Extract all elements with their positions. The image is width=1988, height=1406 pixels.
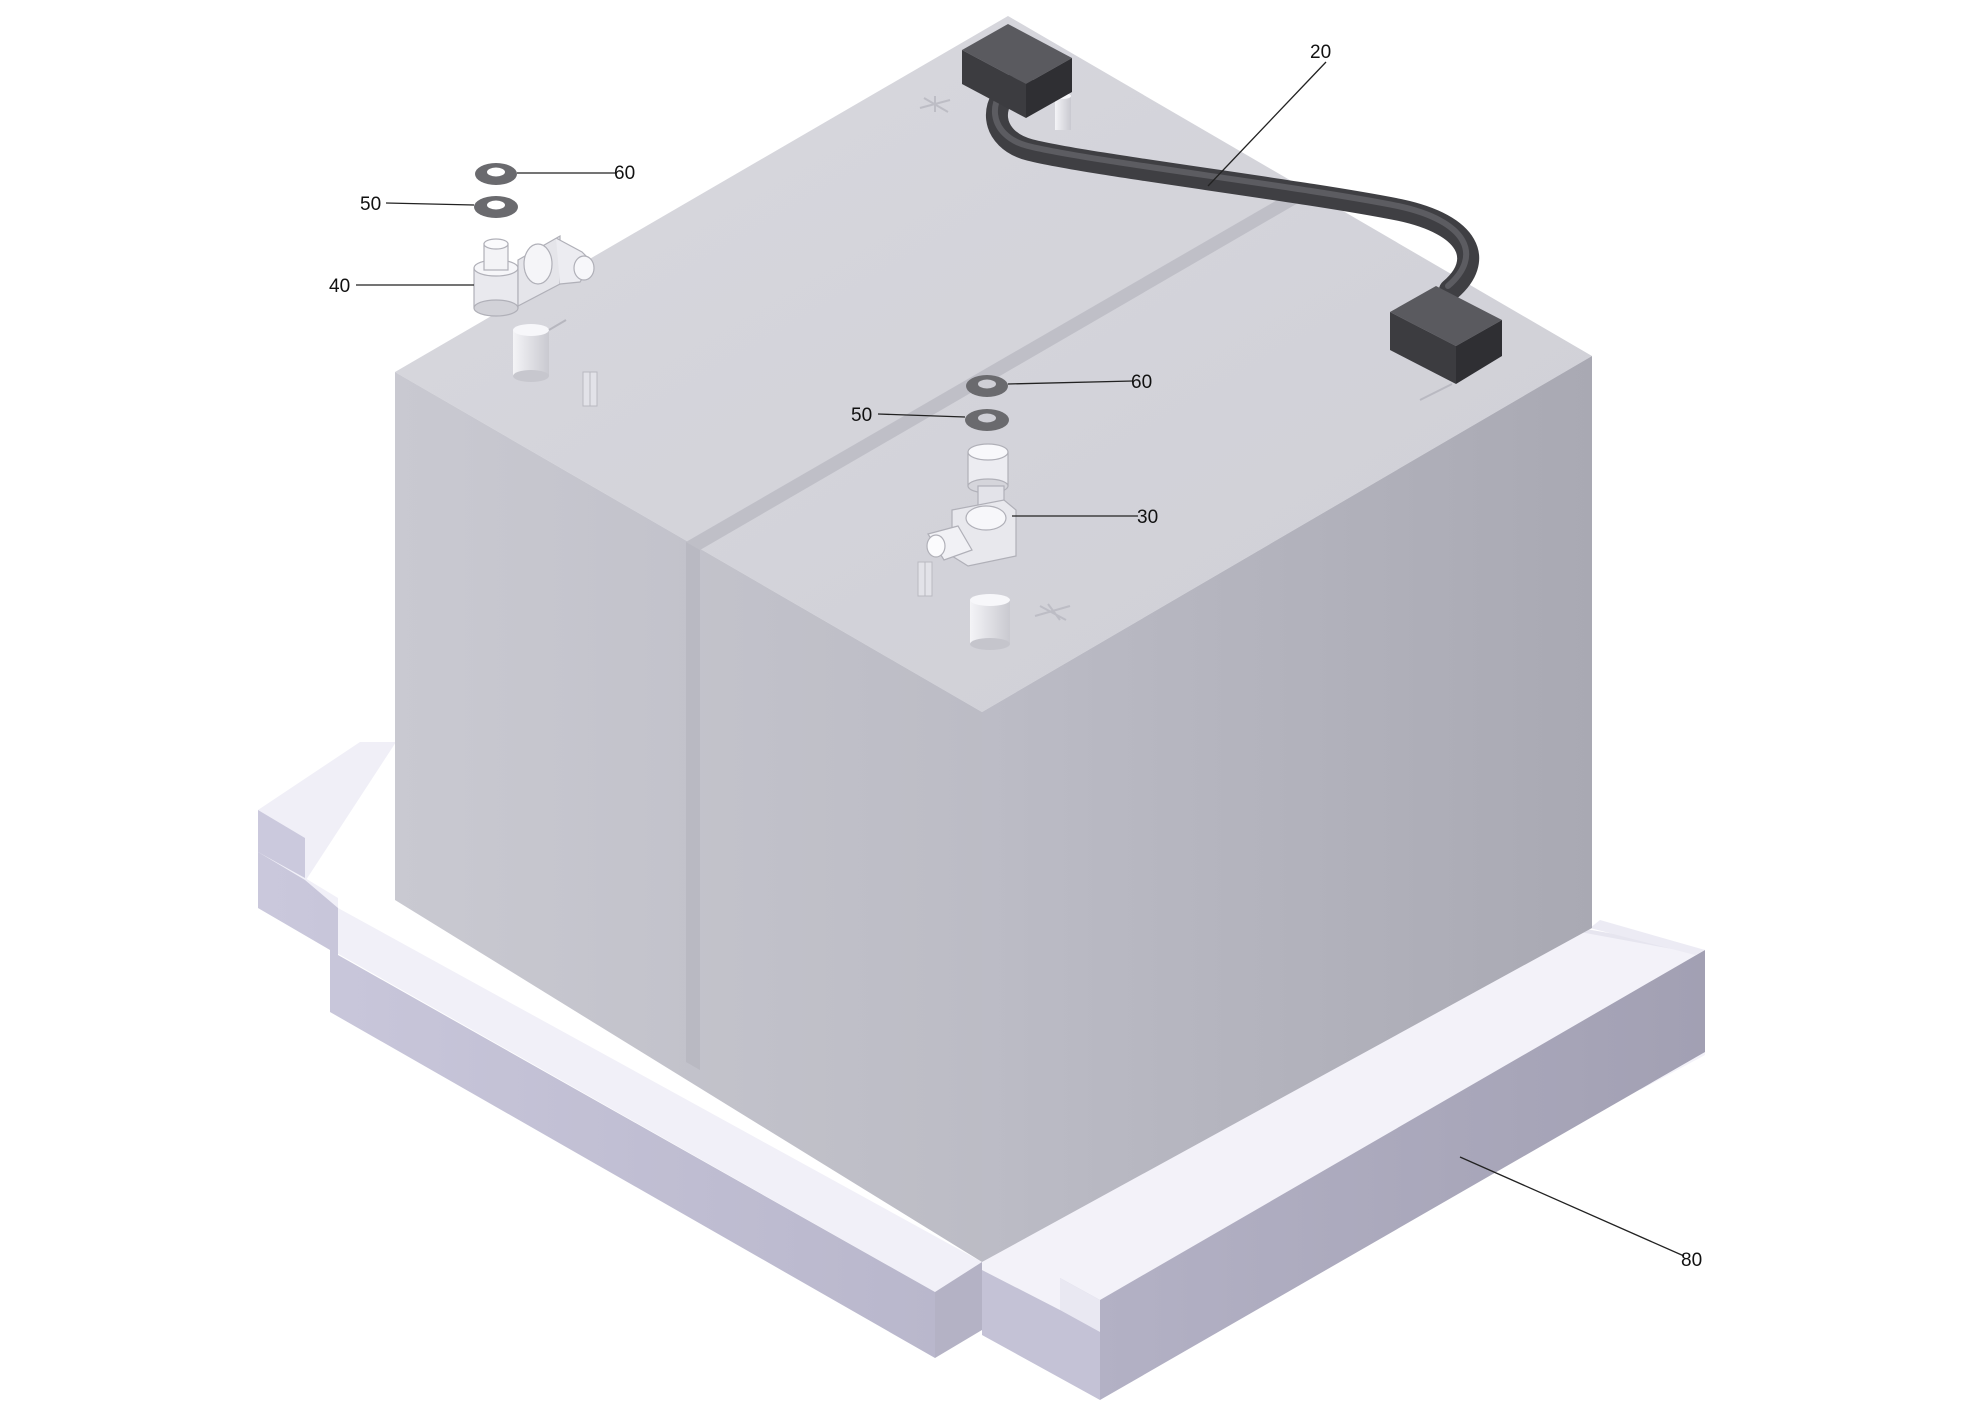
callout-labels: 20 60 50 40 60 50 30 80 [329,42,1702,1271]
callout-30: 30 [1137,507,1158,528]
frame-notch-inner [1060,1278,1100,1332]
vent-caps [582,371,933,597]
frame-right-rail-top [1590,920,1705,955]
washer-50-left [474,196,518,218]
frame-left-rail-side [258,810,305,878]
frame-left-rail-top [258,812,982,1292]
frame-left-rail-front [258,852,935,1358]
frame-left-rail-end [935,1262,982,1358]
leader-50a [385,202,475,206]
callout-20: 20 [1310,42,1331,63]
washer-50-front [965,409,1009,431]
post-front [970,594,1010,650]
callout-40: 40 [329,276,350,297]
callout-60a: 60 [614,163,635,184]
washer-60-front [966,375,1008,397]
terminal-clamp-40 [473,234,595,317]
leader-80 [1459,1156,1685,1257]
polarity-marks [919,96,1071,621]
callout-80: 80 [1681,1250,1702,1271]
frame-front-rail-top [982,928,1705,1310]
leader-20 [1207,61,1327,187]
cable-connector-back [962,24,1072,118]
callout-60b: 60 [1131,372,1152,393]
terminal-clamp-30 [926,443,1017,567]
leader-lines [356,61,1685,1257]
plus-mark-back [919,96,951,113]
cable-hose-highlight [992,73,1469,289]
battery-top-seam [686,188,1310,550]
frame-front-rail-side [1100,950,1705,1400]
leader-50b [877,413,966,418]
battery-left-seam [686,542,700,1070]
cable-connector-front [1390,286,1502,384]
terminal-posts [513,93,1453,650]
post-left [513,319,567,382]
callout-50a: 50 [360,194,381,215]
plus-mark-front [1034,603,1071,621]
leader-60b [1007,380,1134,385]
post-right [1419,383,1453,401]
washers [474,163,1009,431]
battery-right-face [982,356,1592,1262]
callout-50b: 50 [851,405,872,426]
base-frame [258,742,1705,1400]
washer-60-left [475,163,517,185]
cable [962,24,1502,384]
